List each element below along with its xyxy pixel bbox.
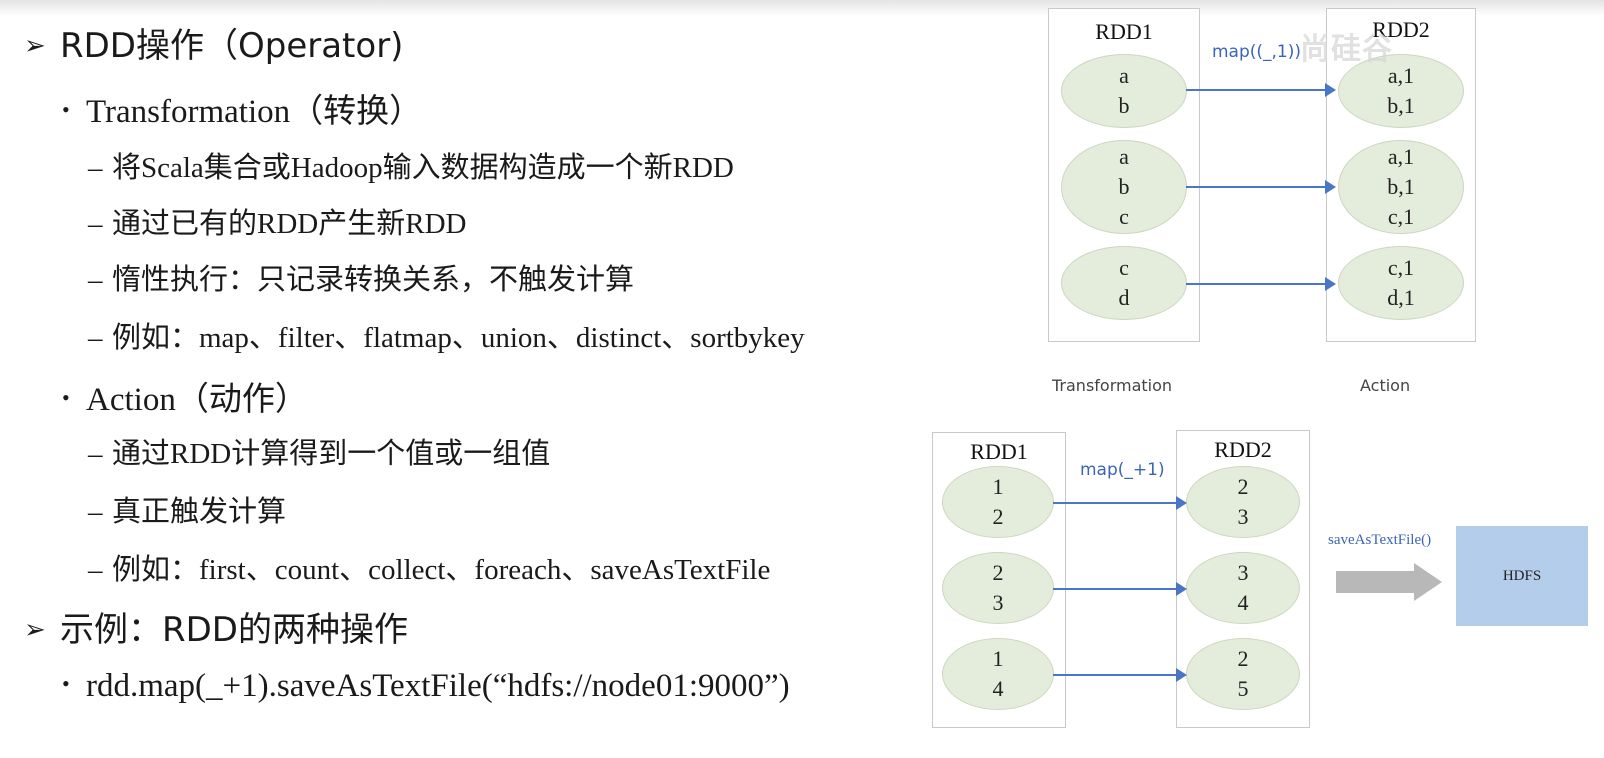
save-operation-label: saveAsTextFile() xyxy=(1328,532,1432,548)
map-arrow-icon xyxy=(1186,277,1336,291)
dot-bullet-icon: • xyxy=(62,671,70,696)
partition-value: a,1 xyxy=(1387,63,1415,88)
watermark: 尚硅谷 xyxy=(1300,32,1393,67)
partition-value: 3 xyxy=(992,590,1004,615)
partition-ellipse: 3 4 xyxy=(1186,552,1300,624)
partition-value: c xyxy=(1119,255,1129,280)
partition-value: 1 xyxy=(992,474,1004,499)
map-arrow-icon xyxy=(1053,582,1187,596)
bullet-transformation: •Transformation（转换） xyxy=(62,94,423,130)
partition-value: 5 xyxy=(1237,676,1249,701)
dot-bullet-icon: • xyxy=(62,385,70,410)
top-shade xyxy=(0,0,1604,16)
partition-value: 2 xyxy=(1237,474,1249,499)
partition-value: 3 xyxy=(1237,504,1249,529)
rdd1-title: RDD1 xyxy=(1095,19,1153,44)
action-item: –例如：first、count、collect、foreach、saveAsTe… xyxy=(88,554,771,586)
partition-ellipse: a,1 b,1 xyxy=(1338,54,1464,128)
hdfs-box: HDFS xyxy=(1456,526,1588,626)
bullet-example-code: •rdd.map(_+1).saveAsTextFile(“hdfs://nod… xyxy=(62,668,790,704)
partition-value: c xyxy=(1119,204,1129,229)
partition-value: b xyxy=(1118,93,1130,118)
dash-bullet-icon: – xyxy=(88,264,103,296)
caption-transformation: Transformation xyxy=(1052,376,1173,395)
dash-bullet-icon: – xyxy=(88,554,103,586)
dash-bullet-icon: – xyxy=(88,438,103,470)
map-operation-label: map(_+1) xyxy=(1080,460,1165,480)
partition-value: b,1 xyxy=(1387,174,1415,199)
partition-ellipse: c,1 d,1 xyxy=(1338,246,1464,320)
right-arrow-bullet-icon: ➢ xyxy=(24,31,46,61)
save-arrow-icon xyxy=(1336,563,1442,601)
dash-bullet-icon: – xyxy=(88,322,103,354)
partition-value: 4 xyxy=(992,676,1004,701)
partition-ellipse: a,1 b,1 c,1 xyxy=(1338,140,1464,234)
transformation-item: –将Scala集合或Hadoop输入数据构造成一个新RDD xyxy=(88,152,734,184)
partition-ellipse: 2 3 xyxy=(942,552,1054,624)
map-arrow-icon xyxy=(1053,668,1187,682)
heading-rdd-operator: ➢RDD操作（Operator) xyxy=(24,26,404,66)
partition-value: 2 xyxy=(992,504,1004,529)
transformation-item: –通过已有的RDD产生新RDD xyxy=(88,208,467,240)
save-arrow-head xyxy=(1414,563,1442,601)
map-operation-label: map((_,1)) xyxy=(1212,42,1302,62)
partition-value: 3 xyxy=(1237,560,1249,585)
hdfs-label: HDFS xyxy=(1502,567,1542,584)
partition-value: d xyxy=(1118,285,1130,310)
partition-value: d,1 xyxy=(1387,285,1415,310)
rdd2-title: RDD2 xyxy=(1372,17,1430,42)
dash-bullet-icon: – xyxy=(88,208,103,240)
map-arrow-icon xyxy=(1053,496,1187,510)
partition-value: c,1 xyxy=(1387,204,1415,229)
partition-value: 2 xyxy=(992,560,1004,585)
transformation-item: –惰性执行：只记录转换关系，不触发计算 xyxy=(88,264,635,296)
partition-ellipse: 2 5 xyxy=(1186,638,1300,710)
action-item: –通过RDD计算得到一个值或一组值 xyxy=(88,438,551,470)
dash-bullet-icon: – xyxy=(88,152,103,184)
right-arrow-bullet-icon: ➢ xyxy=(24,615,46,645)
partition-value: a xyxy=(1119,144,1129,169)
rdd1-title: RDD1 xyxy=(970,439,1028,464)
rdd2-title: RDD2 xyxy=(1214,437,1272,462)
partition-value: 1 xyxy=(992,646,1004,671)
partition-ellipse: 1 2 xyxy=(942,466,1054,538)
partition-value: c,1 xyxy=(1387,255,1415,280)
partition-value: 2 xyxy=(1237,646,1249,671)
partition-value: a,1 xyxy=(1387,144,1415,169)
map-arrow-icon xyxy=(1186,83,1336,97)
partition-value: b xyxy=(1118,174,1130,199)
partition-ellipse: 2 3 xyxy=(1186,466,1300,538)
partition-value: b,1 xyxy=(1387,93,1415,118)
partition-ellipse: a b c xyxy=(1061,140,1187,234)
partition-ellipse: 1 4 xyxy=(942,638,1054,710)
dot-bullet-icon: • xyxy=(62,97,70,122)
heading-example: ➢示例：RDD的两种操作 xyxy=(24,610,408,650)
map-arrow-icon xyxy=(1186,180,1336,194)
dash-bullet-icon: – xyxy=(88,496,103,528)
partition-ellipse: c d xyxy=(1061,246,1187,320)
partition-ellipse: a b xyxy=(1061,54,1187,128)
caption-action: Action xyxy=(1360,376,1411,395)
partition-value: 4 xyxy=(1237,590,1249,615)
action-item: –真正触发计算 xyxy=(88,496,287,528)
bullet-action: •Action（动作） xyxy=(62,382,308,418)
transformation-item: –例如：map、filter、flatmap、union、distinct、so… xyxy=(88,322,805,354)
save-arrow-shaft xyxy=(1336,571,1416,593)
partition-value: a xyxy=(1119,63,1129,88)
